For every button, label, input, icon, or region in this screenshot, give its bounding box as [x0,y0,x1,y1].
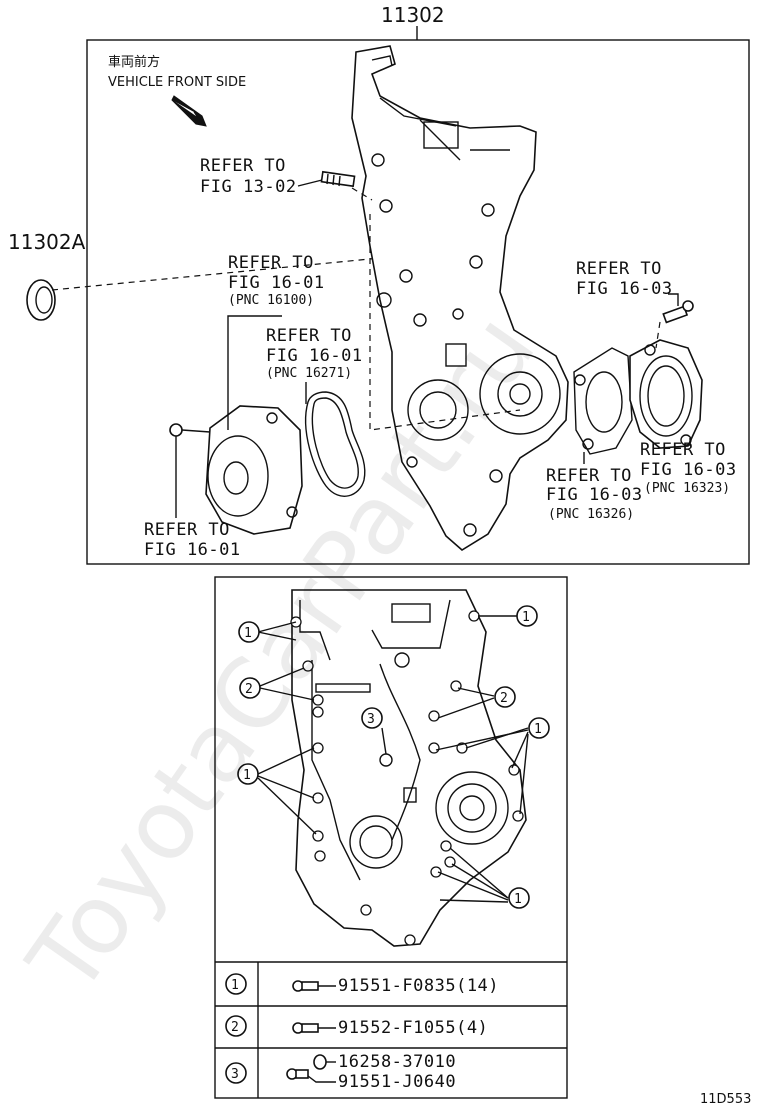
svg-text:(PNC 16323): (PNC 16323) [644,481,730,496]
front-arrow-icon [171,95,207,127]
callout-1-c[interactable]: 1 [237,763,259,785]
svg-text:FIG 16-01: FIG 16-01 [228,273,325,293]
svg-text:REFER TO: REFER TO [640,440,726,460]
water-inlet-icon [629,339,703,449]
washer-icon [313,1054,327,1070]
svg-text:1: 1 [243,768,251,783]
main-part-number[interactable]: 11302 [381,3,445,27]
bolt-icon [286,1068,309,1080]
water-pump-icon [205,405,303,535]
top-panel-frame [86,39,750,565]
callout-2-b[interactable]: 2 [494,686,516,708]
svg-text:FIG 16-03: FIG 16-03 [576,279,673,299]
svg-text:FIG 16-01: FIG 16-01 [144,540,241,560]
svg-text:1: 1 [231,978,239,993]
inlet-bolt-icon [662,300,694,324]
oil-seal-icon [26,279,56,321]
callout-leaders [257,615,529,903]
cover-front-view [291,589,527,947]
diagram-code: 11D553 [700,1092,751,1107]
svg-text:91552-F1055(4): 91552-F1055(4) [338,1018,488,1038]
svg-text:1: 1 [522,610,530,625]
seal-part-number[interactable]: 11302A [8,230,86,254]
pump-bolt-icon [169,423,211,437]
legend-row-2[interactable]: 2 91552-F1055(4) [225,1015,488,1038]
svg-text:FIG 16-03: FIG 16-03 [546,485,643,505]
svg-text:1: 1 [514,892,522,907]
svg-text:2: 2 [231,1020,239,1035]
svg-text:FIG 16-01: FIG 16-01 [266,346,363,366]
svg-text:3: 3 [367,712,375,727]
svg-text:1: 1 [244,626,252,641]
svg-text:REFER TO: REFER TO [228,253,314,273]
svg-text:FIG 13-02: FIG 13-02 [200,177,297,197]
bottom-panel-frame [214,576,568,1099]
ref-fig-16-03-pnc-16323[interactable]: REFER TO FIG 16-03 (PNC 16323) [640,440,737,496]
callout-2-a[interactable]: 2 [239,677,261,699]
svg-text:REFER TO: REFER TO [546,466,632,486]
svg-text:(PNC 16271): (PNC 16271) [266,366,352,381]
outlet-gasket-icon [573,347,633,455]
svg-text:REFER TO: REFER TO [144,520,230,540]
callout-1-a[interactable]: 1 [238,621,260,643]
bolt-icon [292,1022,319,1034]
svg-text:1: 1 [534,722,542,737]
svg-text:(PNC 16326): (PNC 16326) [548,507,634,522]
svg-text:16258-37010: 16258-37010 [338,1052,456,1072]
svg-text:91551-F0835(14): 91551-F0835(14) [338,976,499,996]
ref-fig-16-03[interactable]: REFER TO FIG 16-03 [576,259,673,299]
timing-chain-cover [351,45,569,551]
pump-gasket-icon [304,391,366,497]
svg-text:REFER TO: REFER TO [200,156,286,176]
ref-fig-16-03-pnc-16326[interactable]: REFER TO FIG 16-03 (PNC 16326) [546,466,643,522]
callout-1-e[interactable]: 1 [508,887,530,909]
bolt-icon [292,980,319,992]
callout-1-b[interactable]: 1 [516,605,538,627]
svg-text:(PNC 16100): (PNC 16100) [228,293,314,308]
callout-1-d[interactable]: 1 [528,717,550,739]
svg-text:REFER TO: REFER TO [576,259,662,279]
bolt-holes [290,610,524,946]
svg-text:3: 3 [231,1067,239,1082]
ref-fig-16-01[interactable]: REFER TO FIG 16-01 [144,520,241,560]
front-label-jp: 車両前方 [108,54,160,70]
legend-row-1[interactable]: 1 91551-F0835(14) [225,973,499,996]
svg-text:2: 2 [500,691,508,706]
ref-fig-16-01-pnc-16271[interactable]: REFER TO FIG 16-01 (PNC 16271) [266,326,363,381]
ref-fig-16-01-pnc-16100[interactable]: REFER TO FIG 16-01 (PNC 16100) [228,253,325,308]
svg-text:2: 2 [245,682,253,697]
ref-fig-13-02[interactable]: REFER TO FIG 13-02 [200,156,297,197]
front-label-en: VEHICLE FRONT SIDE [108,75,246,90]
svg-text:91551-J0640: 91551-J0640 [338,1072,456,1092]
svg-text:FIG 16-03: FIG 16-03 [640,460,737,480]
svg-text:REFER TO: REFER TO [266,326,352,346]
stud-bolt-icon [320,170,356,188]
legend-row-3[interactable]: 3 16258-37010 91551-J0640 [225,1052,456,1092]
callout-3[interactable]: 3 [361,707,383,729]
